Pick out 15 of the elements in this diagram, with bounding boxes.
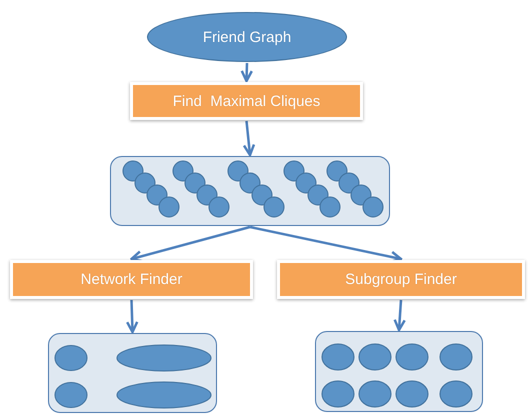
arrow (393, 300, 406, 332)
node-label: Subgroup Finder (345, 271, 457, 288)
arrow (240, 62, 254, 82)
node-label: Network Finder (80, 271, 182, 288)
node-label: Friend Graph (202, 28, 292, 46)
arrow (242, 120, 256, 156)
process-box (10, 260, 253, 299)
result-panel (315, 331, 483, 412)
node-label: Find Maximal Cliques (172, 92, 320, 110)
process-box (277, 260, 525, 299)
result-panel (110, 156, 390, 226)
process-box (130, 82, 363, 120)
arrow (126, 300, 138, 334)
result-panel (48, 333, 217, 413)
arrow (130, 226, 250, 262)
